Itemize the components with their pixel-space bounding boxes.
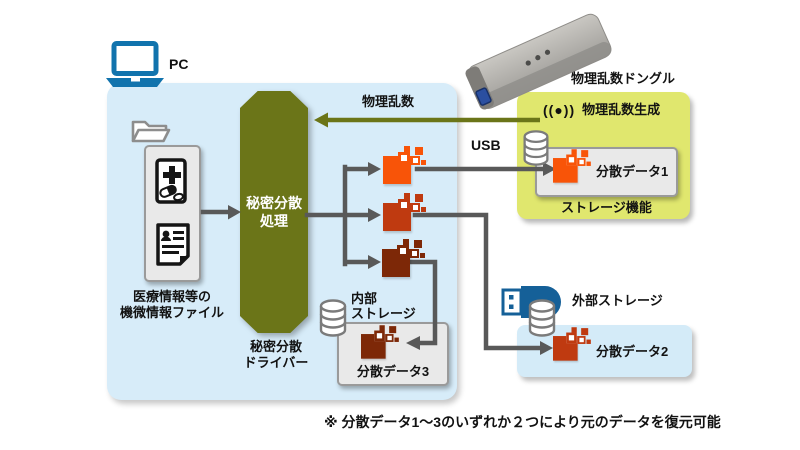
share-data1-icon [383,146,426,186]
share-data3-box-icon [361,325,399,360]
share-data2-label: 分散データ2 [596,344,669,359]
driver-caption-line1: 秘密分散 [249,339,302,354]
pc-label: PC [169,56,189,72]
secret-sharing-process-label: 秘密分散 処理 [240,91,308,333]
driver-caption: 秘密分散 ドライバー [240,339,312,371]
laptop-icon [106,41,164,87]
folder-icon [131,120,171,143]
arrow-share3-route [408,259,438,346]
process-label-line2: 処理 [260,213,288,229]
share-data3-icon [382,239,425,279]
medical-record-icon [155,158,187,204]
driver-caption-line2: ドライバー [243,355,309,370]
physical-random-label: 物理乱数 [361,94,414,109]
files-caption-line1: 医療情報等の [132,289,211,304]
radio-wave-icon: ((●)) [543,102,576,118]
files-caption: 医療情報等の 機微情報ファイル [112,289,232,321]
files-caption-line2: 機微情報ファイル [119,305,224,320]
database-icon-storage1 [521,130,551,166]
secret-sharing-process-box: 秘密分散 処理 [240,91,308,333]
internal-storage-caption: 内部 ストレージ [351,291,416,321]
arrow-share2-route [412,212,543,351]
rng-dongle-photo [465,13,612,110]
rng-generate-row: ((●)) 物理乱数生成 [543,102,660,118]
database-icon-internal [318,299,348,337]
share-data3-label: 分散データ3 [356,364,430,379]
share-data2-icon [383,193,426,233]
rng-generate-label: 物理乱数生成 [582,102,661,118]
process-label-line1: 秘密分散 [246,194,302,211]
document-icon [156,223,190,266]
dongle-label: 物理乱数ドングル [571,71,676,86]
secret-sharing-process-shape [240,91,308,333]
arrowheads-gray [228,162,556,355]
arrow-physical-random [314,112,540,128]
footnote: ※ 分散データ1～3のいずれか２つにより元のデータを復元可能 [324,414,721,430]
arrow-process-branches [304,164,371,267]
storage-function-caption: ストレージ機能 [561,200,652,215]
share-data1-label: 分散データ1 [596,164,669,179]
external-storage-label: 外部ストレージ [572,293,663,308]
usb-label: USB [471,137,501,153]
share-data2-box-icon [553,327,591,362]
internal-storage-line1: 内部 [351,291,378,306]
internal-storage-line2: ストレージ [351,306,416,321]
share-data1-box-icon [553,149,591,184]
